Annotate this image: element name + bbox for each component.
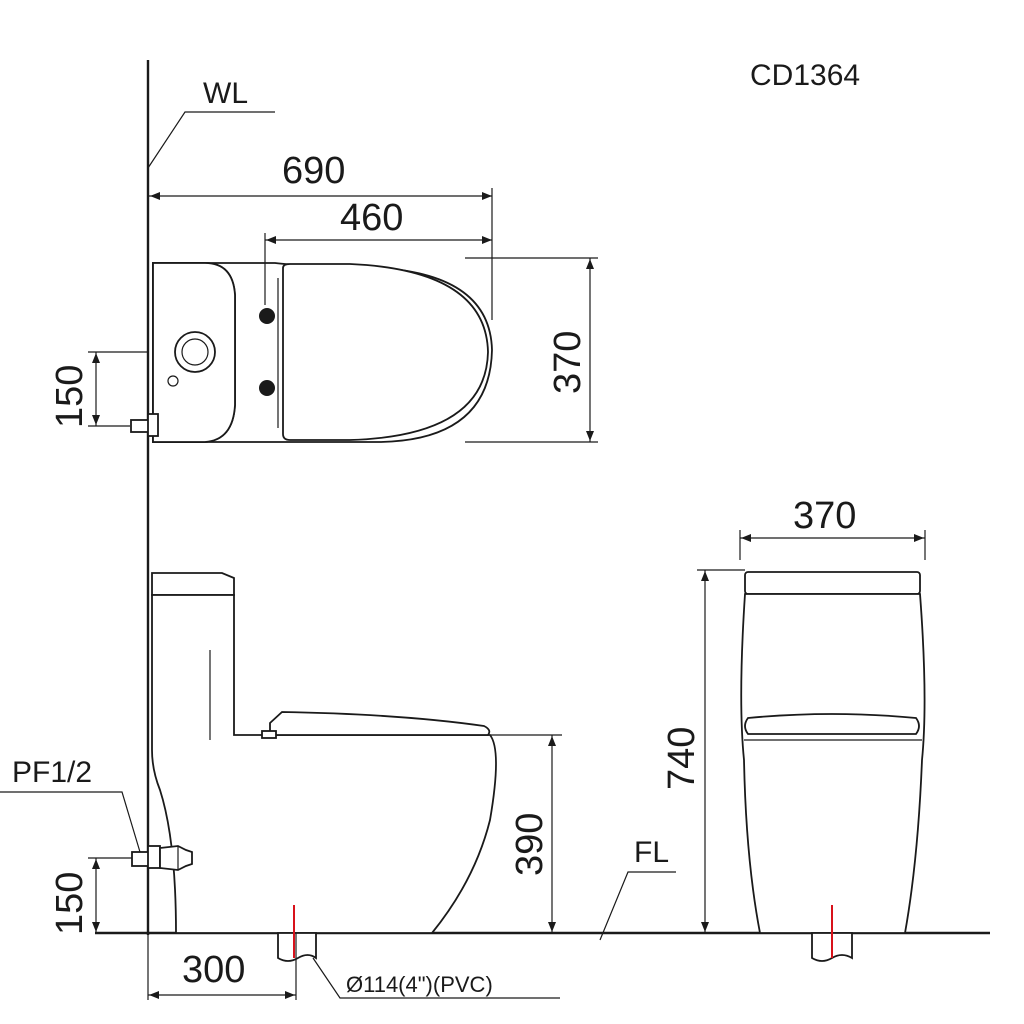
- side-view: PF1/2 150 390 300 Ø114(4")(PVC): [0, 572, 562, 1000]
- model-number: CD1364: [750, 59, 860, 92]
- dim-inlet-height: 150: [49, 872, 91, 935]
- flush-button-icon: [174, 331, 216, 373]
- inlet-label: PF1/2: [12, 756, 92, 789]
- fl-label: FL: [634, 836, 669, 869]
- dim-seat-length: 460: [340, 197, 403, 239]
- wl-label: WL: [203, 77, 248, 110]
- dim-inlet-offset-top: 150: [49, 365, 91, 428]
- dim-overall-length: 690: [282, 150, 345, 192]
- dim-top-width: 370: [547, 331, 589, 394]
- dim-overall-height: 740: [661, 727, 703, 790]
- wl-leader: [147, 111, 275, 169]
- dim-front-width: 370: [793, 495, 856, 537]
- top-view: 690 460 150: [49, 150, 598, 443]
- fl-leader: [599, 871, 676, 941]
- dim-rough-in: 300: [182, 949, 245, 991]
- dim-seat-height: 390: [509, 813, 551, 876]
- drain-label: Ø114(4")(PVC): [346, 972, 493, 997]
- front-view: 370 740: [661, 495, 926, 962]
